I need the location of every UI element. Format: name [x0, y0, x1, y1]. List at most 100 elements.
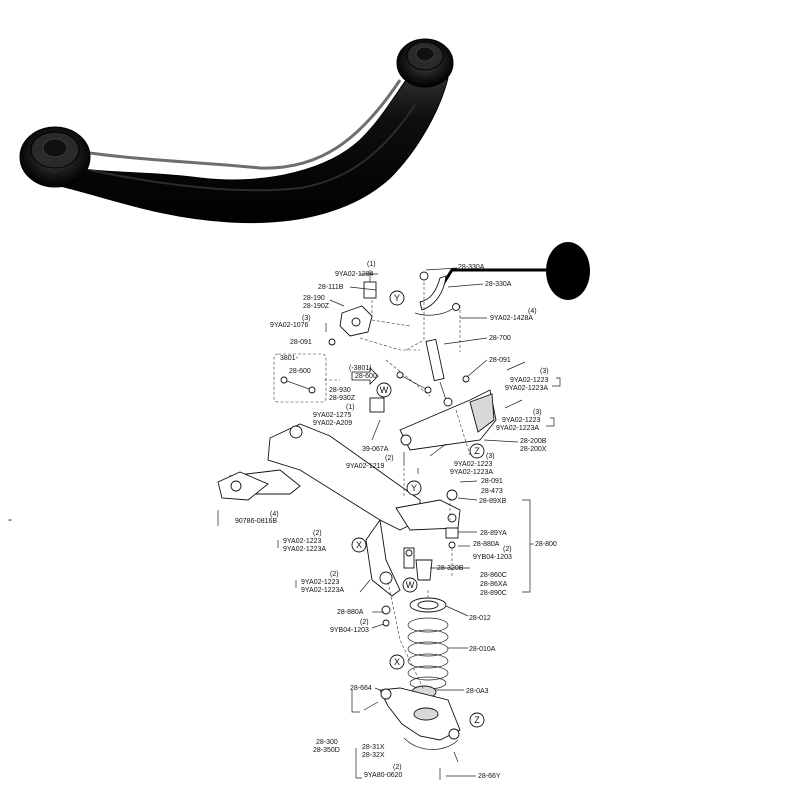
part-label: 9YA02-1219	[346, 463, 385, 470]
reference-circle-x2: X	[389, 654, 405, 670]
part-label: (1)	[367, 261, 376, 268]
part-label: 9YB04-1203	[473, 554, 512, 561]
part-label: (2)	[393, 764, 402, 771]
part-label: 28-350D	[313, 747, 340, 754]
coil-spring-part	[407, 617, 449, 690]
part-label: (4)	[528, 308, 537, 315]
part-label: (3)	[486, 453, 495, 460]
part-label: 28-320B	[437, 565, 464, 572]
part-label: 9YA02-1223A	[496, 425, 539, 432]
svg-text:X: X	[356, 540, 362, 550]
subframe-part	[217, 423, 461, 597]
svg-text:Z: Z	[474, 715, 480, 725]
part-label: 28-89YA	[480, 530, 507, 537]
svg-text:Y: Y	[411, 483, 417, 493]
part-label: 9YA02-1284	[335, 271, 374, 278]
part-label: 28-300	[316, 739, 338, 746]
part-label: (3)	[302, 315, 311, 322]
part-label: (2)	[503, 546, 512, 553]
trailing-arm-part	[399, 389, 497, 451]
part-label: 28-091	[481, 478, 503, 485]
part-label: 28-800	[535, 541, 557, 548]
part-label: 28-600	[289, 368, 311, 375]
part-labels: 28-330A (1) 9YA02-1284 28-111B 28-330A 2…	[235, 261, 557, 780]
part-label: 28-86XA	[480, 581, 508, 588]
part-label: 9YA02-1223	[283, 538, 322, 545]
part-label: 28-880A	[473, 541, 500, 548]
part-label: (3)	[533, 409, 542, 416]
part-label: 28-473	[481, 488, 503, 495]
part-label: (2)	[385, 455, 394, 462]
stray-dash: -	[8, 512, 12, 526]
part-label: 28-880A	[337, 609, 364, 616]
part-label: (2)	[330, 571, 339, 578]
part-label: 28-111B	[318, 284, 344, 291]
part-label: 90786-0816B	[235, 518, 277, 525]
reference-circle-x1: X	[351, 537, 367, 553]
part-label: 28-010A	[469, 646, 496, 653]
reference-circle-w2: W	[402, 577, 418, 593]
part-label: 9YA02-1223	[502, 417, 541, 424]
part-label: (4)	[270, 511, 279, 518]
part-label: (1)	[346, 404, 355, 411]
part-label: 28-200B	[520, 438, 547, 445]
reference-circle-y2: Y	[406, 480, 422, 496]
part-label: 28-890C	[480, 590, 507, 597]
svg-text:X: X	[394, 657, 400, 667]
reference-circle-y1: Y	[389, 290, 405, 306]
part-label: 28-330A	[458, 264, 485, 271]
part-label: 9YA80-0620	[364, 772, 403, 779]
bracket-part	[339, 305, 373, 337]
svg-text:W: W	[406, 580, 415, 590]
shock-absorber-part	[425, 338, 453, 407]
upper-control-arm-part	[414, 271, 460, 316]
part-label: 28-190Z	[303, 303, 330, 310]
variant-box	[273, 353, 327, 403]
part-label: 28-091	[290, 339, 312, 346]
part-label: 28-860C	[480, 572, 507, 579]
part-label: 9YA02-1223	[510, 377, 549, 384]
part-label: 3801-	[280, 355, 299, 362]
part-label: 28-600	[355, 373, 377, 380]
reference-circle-z1: Z	[469, 443, 485, 459]
reference-circle-w1: W	[376, 382, 392, 398]
part-label: 39-067A	[362, 446, 389, 453]
part-label: 9YB04-1203	[330, 627, 369, 634]
part-label: 9YA02-1223	[301, 579, 340, 586]
part-label: 9YA02-A209	[313, 420, 352, 427]
part-label: 28-012	[469, 615, 491, 622]
part-label: 28-930	[329, 387, 351, 394]
exploded-parts-diagram	[217, 267, 561, 780]
part-label: 28-930Z	[329, 395, 356, 402]
part-label: 28-700	[489, 335, 511, 342]
part-label: 28-31X	[362, 744, 385, 751]
part-label: 28-330A	[485, 281, 512, 288]
part-label: (-3801)	[349, 365, 372, 372]
part-label: 9YA02-1223A	[505, 385, 548, 392]
part-label: 28-091	[489, 357, 511, 364]
part-label: (2)	[360, 619, 369, 626]
part-label: 9YA02-1223	[454, 461, 493, 468]
part-label: 28-190	[303, 295, 325, 302]
part-label: 28-664	[350, 685, 372, 692]
part-label: 9YA02-1076	[270, 322, 309, 329]
part-label: 28-0A3	[466, 688, 489, 695]
part-label: 9YA02-1223A	[301, 587, 344, 594]
control-arm-photo	[19, 38, 454, 224]
part-label: 28-32X	[362, 752, 385, 759]
part-label: 9YA02-1223A	[450, 469, 493, 476]
svg-text:Y: Y	[394, 293, 400, 303]
part-label: 28-66Y	[478, 773, 501, 780]
part-label: 9YA02-1223A	[283, 546, 326, 553]
part-label: 28-200X	[520, 446, 547, 453]
part-label: (2)	[313, 530, 322, 537]
svg-text:Z: Z	[474, 446, 480, 456]
part-label: 9YA02-1275	[313, 412, 352, 419]
part-label: (3)	[540, 368, 549, 375]
part-label: 9YA02-1428A	[490, 315, 533, 322]
svg-text:W: W	[380, 385, 389, 395]
part-label: 28-89XB	[479, 498, 507, 505]
reference-circle-z2: Z	[469, 712, 485, 728]
lower-arm-part	[379, 687, 461, 750]
